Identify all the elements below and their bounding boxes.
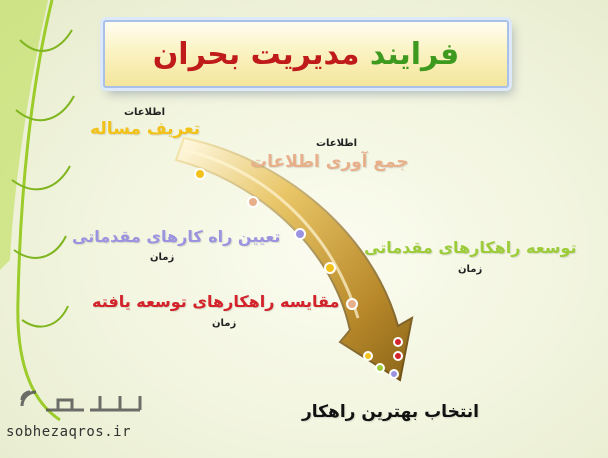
step-2-small-label: اطلاعات [316,138,358,149]
step-5-label: مقایسه راهکارهای توسعه یافته [92,292,340,311]
page-title: فرایند مدیریت بحران [153,37,460,72]
step-1-small-label: اطلاعات [124,107,166,118]
title-word-process: فرایند [369,36,460,72]
site-logo-icon [20,390,142,412]
step-1-label: تعریف مساله [90,119,201,139]
step-3-small-label: زمان [150,252,175,263]
title-box: فرایند مدیریت بحران [103,20,509,88]
step-4-label: توسعه راهکارهای مقدماتی [364,238,577,257]
leaf-decoration [0,0,75,422]
step-4-small-label: زمان [458,264,483,275]
curved-arrow [174,136,414,382]
step-2-label: جمع آوری اطلاعات [250,152,409,172]
site-url: sobhezaqros.ir [6,424,132,440]
step-6-label: انتخاب بهترین راهکار [302,402,479,422]
title-word-crisis-management: مدیریت بحران [152,36,360,72]
step-dots [194,168,403,379]
step-5-small-label: زمان [212,318,237,329]
step-3-label: تعیین راه کارهای مقدماتی [72,227,281,246]
